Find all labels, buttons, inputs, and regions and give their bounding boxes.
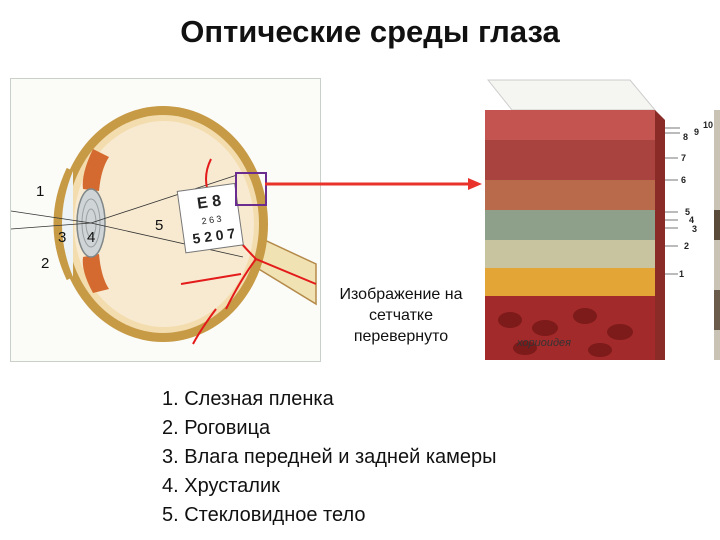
legend-item: 5. Стекловидное тело — [162, 504, 366, 526]
layer-pigment-epithelium — [485, 268, 655, 296]
layer-rods-cones — [485, 240, 655, 268]
retina-label-1: 1 — [679, 269, 685, 279]
slide-title: Оптические среды глаза — [180, 14, 560, 49]
chart-row-1: E 8 — [196, 193, 222, 213]
label-2: 2 — [41, 255, 50, 272]
chorioid-label: хориоидея — [517, 337, 572, 349]
retina-label-2: 2 — [684, 241, 690, 251]
layer-nerve-fibers — [485, 110, 655, 140]
retina-side-face — [655, 110, 665, 360]
eye-cross-section: E 8 2 6 3 5 2 0 7 — [11, 106, 317, 345]
label-3: 3 — [58, 229, 67, 246]
retina-label-5: 5 — [685, 207, 691, 217]
iris-lower — [82, 254, 109, 293]
label-4: 4 — [87, 229, 96, 246]
retina-label-10: 10 — [703, 120, 714, 130]
retina-highlight-box — [235, 172, 267, 206]
label-1: 1 — [36, 183, 45, 200]
layer-ganglion — [485, 140, 655, 180]
chart-row-3: 5 2 0 7 — [191, 225, 236, 247]
retina-label-9: 9 — [694, 127, 700, 137]
legend-list: 1. Слезная пленка 2. Роговица 3. Влага п… — [162, 385, 497, 530]
legend-item: 1. Слезная пленка — [162, 388, 334, 410]
anterior-chamber — [62, 171, 73, 277]
caption-line-1: Изображение на — [339, 286, 463, 303]
retina-label-6: 6 — [681, 175, 687, 185]
label-5: 5 — [155, 217, 164, 234]
layer-inner-nuclear — [485, 180, 655, 210]
retina-layers-block — [485, 79, 680, 360]
retina-caption: Изображение на сетчатке перевернуто — [316, 284, 486, 347]
eye-diagram: E 8 2 6 3 5 2 0 7 1 3 4 2 5 — [10, 78, 321, 362]
legend-item: 4. Хрусталик — [162, 475, 280, 497]
vitreous-body — [74, 121, 254, 327]
retina-label-7: 7 — [681, 153, 687, 163]
caption-line-3: перевернуто — [353, 328, 449, 345]
legend-item: 3. Влага передней и задней камеры — [162, 446, 497, 468]
legend-item: 2. Роговица — [162, 417, 271, 439]
retina-top-face — [486, 79, 657, 111]
iris-upper — [82, 149, 109, 191]
adjacent-image-edge — [714, 110, 720, 360]
cornea — [53, 167, 72, 281]
caption-line-2: сетчатке — [369, 307, 433, 324]
retina-label-4: 4 — [689, 215, 695, 225]
retina-label-8: 8 — [683, 132, 689, 142]
retina-label-3: 3 — [692, 224, 698, 234]
layer-outer-nuclear — [485, 210, 655, 240]
retina-image-card: E 8 2 6 3 5 2 0 7 — [176, 182, 244, 254]
chart-row-2: 2 6 3 — [201, 214, 222, 227]
